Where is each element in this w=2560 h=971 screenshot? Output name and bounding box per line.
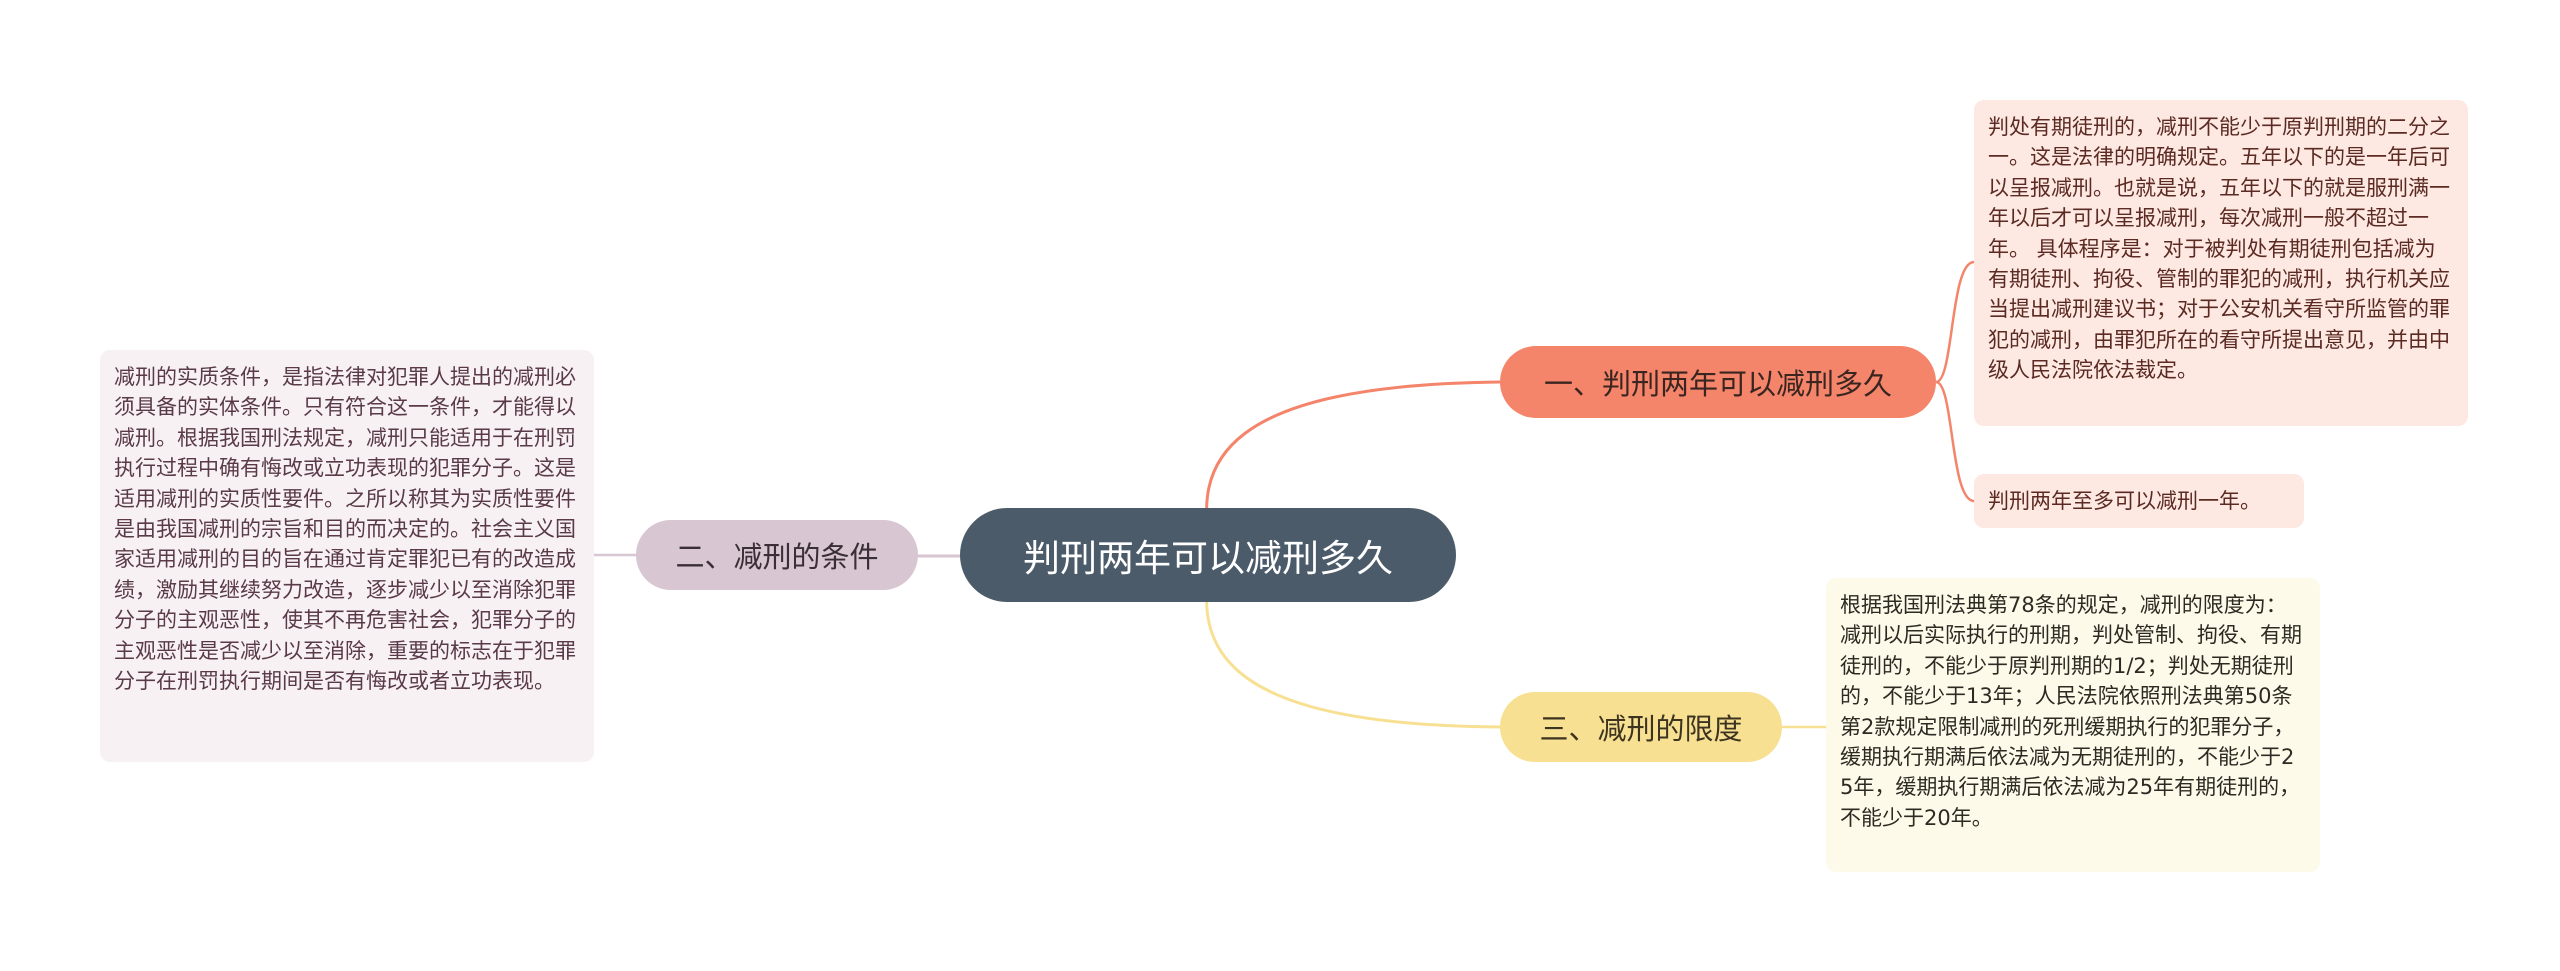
- central-topic[interactable]: 判刑两年可以减刑多久: [960, 508, 1456, 602]
- connector-branch-1-to-leaf-1: [1935, 260, 1975, 384]
- leaf-topic-2-1[interactable]: 减刑的实质条件，是指法律对犯罪人提出的减刑必须具备的实体条件。只有符合这一条件，…: [100, 350, 594, 762]
- leaf-topic-3-1[interactable]: 根据我国刑法典第78条的规定，减刑的限度为：减刑以后实际执行的刑期，判处管制、拘…: [1826, 578, 2320, 872]
- leaf-topic-1-2[interactable]: 判刑两年至多可以减刑一年。: [1974, 474, 2304, 528]
- branch-topic-3[interactable]: 三、减刑的限度: [1500, 692, 1782, 762]
- branch-topic-1[interactable]: 一、判刑两年可以减刑多久: [1500, 346, 1936, 418]
- leaf-topic-1-1[interactable]: 判处有期徒刑的，减刑不能少于原判刑期的二分之一。这是法律的明确规定。五年以下的是…: [1974, 100, 2468, 426]
- connector-branch-1-to-leaf-2: [1935, 380, 1975, 503]
- branch-topic-2[interactable]: 二、减刑的条件: [636, 520, 918, 590]
